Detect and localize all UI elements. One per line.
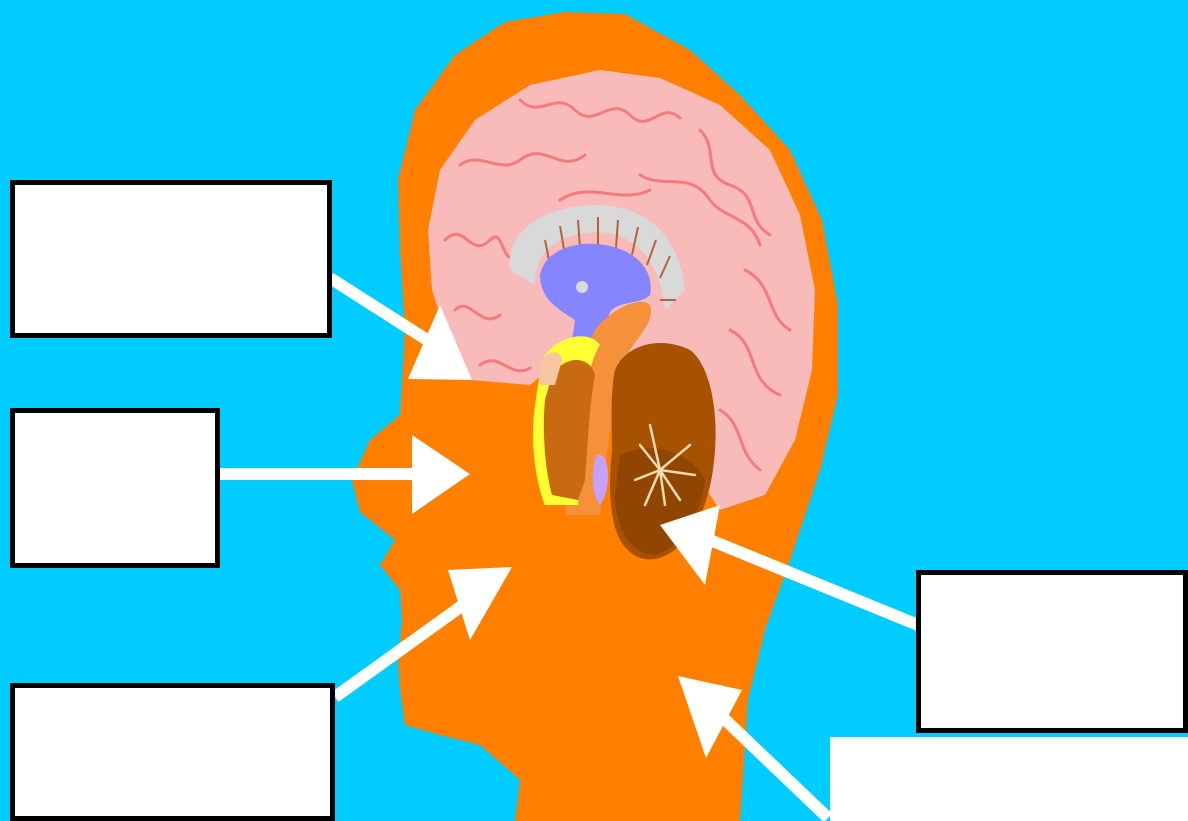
label-box-2[interactable] [10, 408, 220, 568]
label-box-3[interactable] [10, 683, 335, 821]
label-box-1[interactable] [10, 180, 332, 338]
label-box-3-text [15, 688, 330, 704]
label-box-4-text [921, 575, 1183, 591]
label-box-2-text [15, 413, 215, 429]
ventricle-dot [576, 281, 588, 293]
label-box-1-text [15, 185, 327, 201]
label-box-5-text [830, 737, 1188, 753]
label-box-5[interactable] [830, 737, 1188, 821]
label-box-4[interactable] [916, 570, 1188, 733]
